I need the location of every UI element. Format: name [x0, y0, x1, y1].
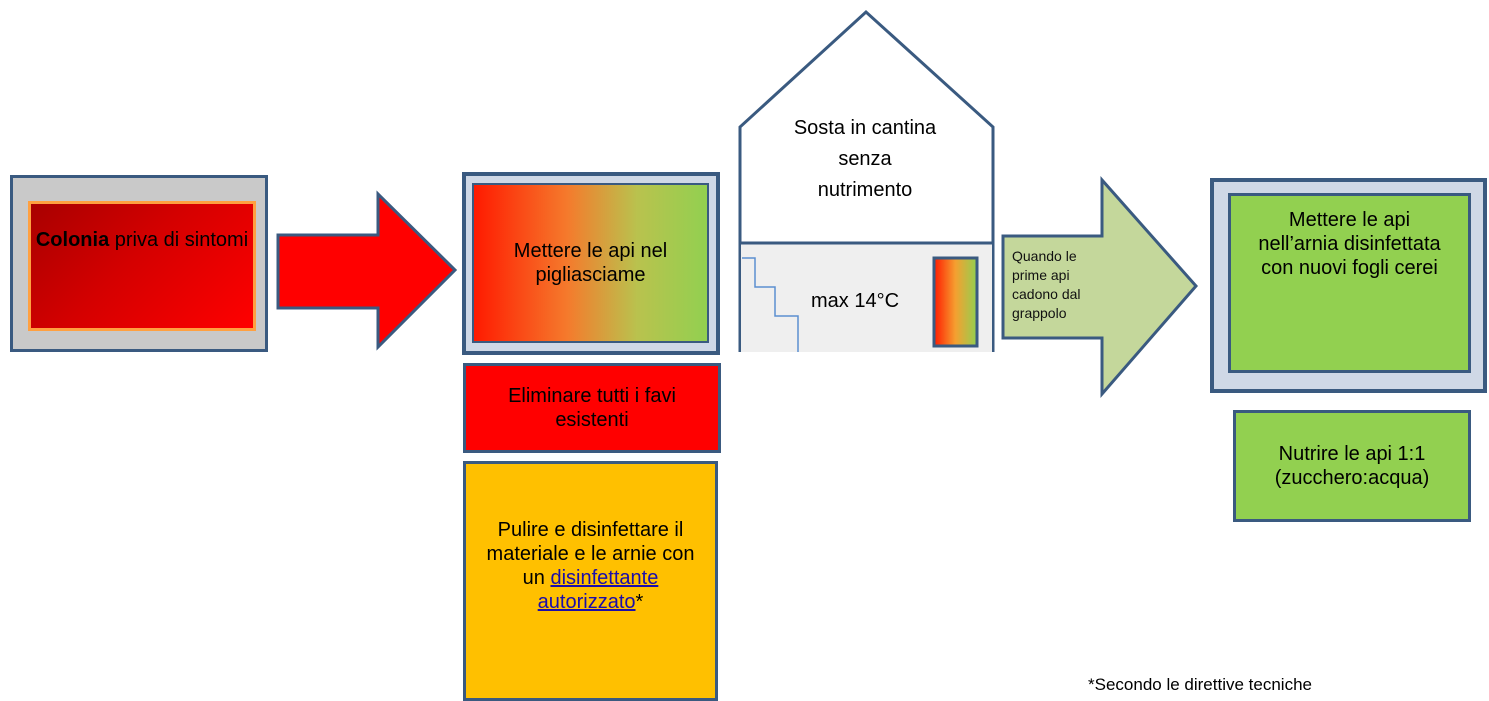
pigliasciame-box: Mettere le api nel pigliasciame	[472, 183, 709, 343]
cantina-line2: senza	[838, 147, 892, 170]
pulire-label: Pulire e disinfettare il materiale e le …	[486, 519, 695, 589]
cellar-hive	[932, 256, 979, 348]
colonia-bold: Colonia	[35, 229, 110, 251]
eliminare-text: Eliminare tutti i favi esistenti	[508, 385, 676, 431]
cellar-stairs	[742, 257, 799, 352]
footnote: *Secondo le direttive tecniche	[1088, 675, 1312, 694]
nutrire-box: Nutrire le api 1:1 (zucchero:acqua)	[1233, 410, 1471, 522]
cantina-line1: Sosta in cantina	[793, 116, 937, 139]
cellar-temperature: max 14°C	[810, 290, 900, 312]
green-arrow	[1001, 176, 1198, 399]
disinfettante-link[interactable]: disinfettante autorizzato	[537, 567, 659, 613]
colonia-text: Colonia priva di sintomi	[36, 228, 248, 252]
red-arrow	[276, 190, 458, 351]
pulire-text: Pulire e disinfettare il materiale e le …	[482, 518, 699, 614]
cantina-line3: nutrimento	[817, 178, 913, 201]
cellar-house	[738, 9, 995, 352]
cantina-label: Sosta in cantina senza nutrimento	[770, 112, 960, 206]
condizione-label: Quando le prime api cadono dal grappolo	[1012, 248, 1081, 321]
colonia-rest: priva di sintomi	[109, 229, 249, 251]
arnia-box: Mettere le api nell’arnia disinfettata c…	[1228, 193, 1471, 373]
arnia-text: Mettere le api nell’arnia disinfettata c…	[1258, 209, 1441, 279]
pulire-box: Pulire e disinfettare il materiale e le …	[463, 461, 718, 701]
eliminare-box: Eliminare tutti i favi esistenti	[463, 363, 721, 453]
colonia-box: Colonia priva di sintomi	[28, 201, 256, 331]
pigliasciame-text: Mettere le api nel pigliasciame	[513, 240, 668, 286]
pulire-suffix: *	[635, 591, 644, 613]
nutrire-text: Nutrire le api 1:1 (zucchero:acqua)	[1274, 443, 1430, 489]
